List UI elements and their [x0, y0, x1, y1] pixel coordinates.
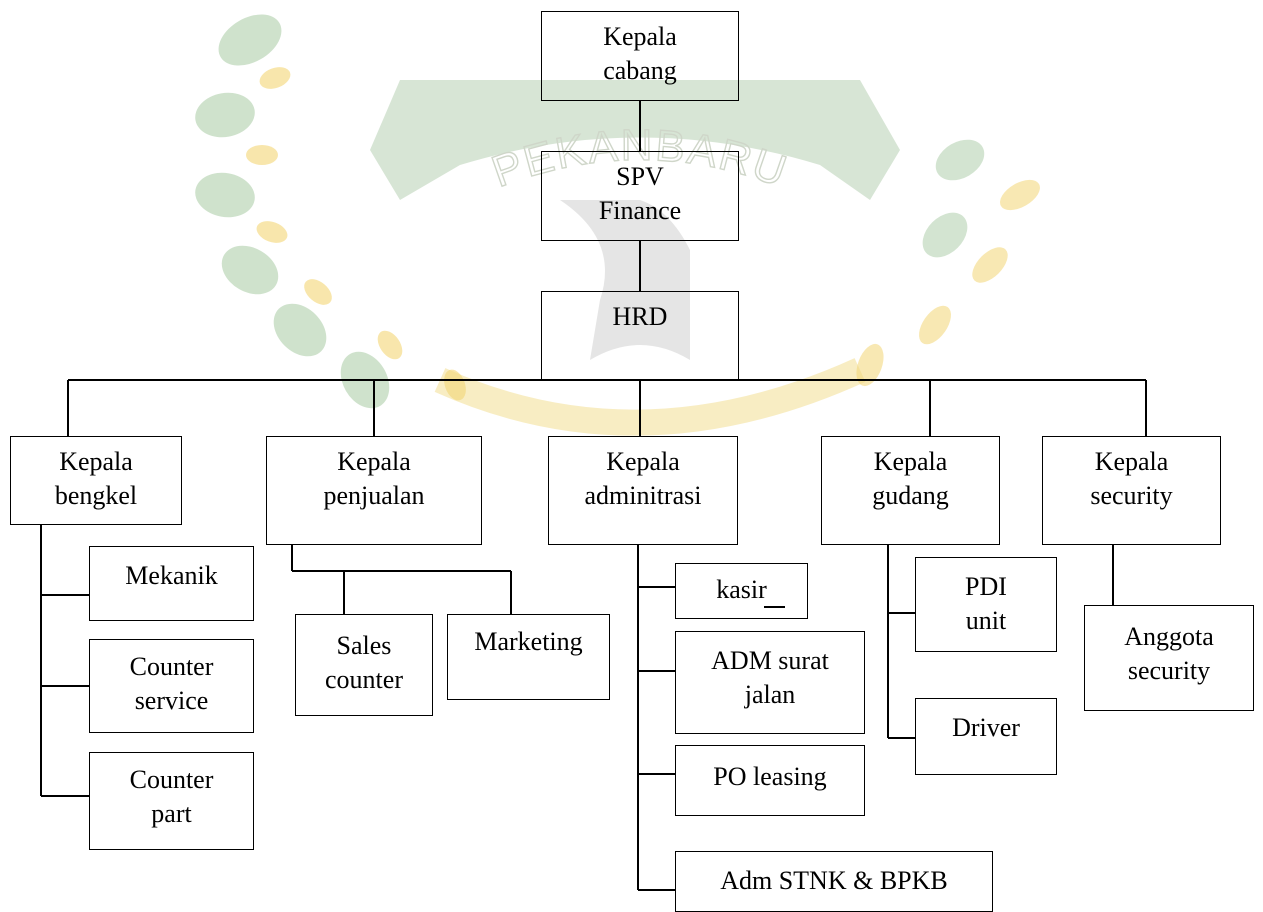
- kepala-bengkel-line2: bengkel: [54, 481, 138, 510]
- marketing-box: Marketing: [447, 614, 610, 700]
- spv-finance-line2: Finance: [598, 196, 682, 225]
- anggota-security-line1: Anggota: [1124, 622, 1214, 651]
- counter-service-line1: Counter: [129, 652, 214, 681]
- adm-surat-jalan-line1: ADM surat: [711, 646, 829, 675]
- kepala-security-line1: Kepala: [1094, 447, 1169, 476]
- seal-ring-gold: [246, 67, 466, 401]
- mekanik-label: Mekanik: [125, 561, 218, 590]
- anggota-security-box: Anggota security: [1084, 605, 1254, 711]
- counter-service-box: Counter service: [89, 639, 254, 733]
- marketing-label: Marketing: [474, 627, 583, 656]
- pdi-unit-line2: unit: [965, 606, 1007, 635]
- adm-surat-jalan-line2: jalan: [744, 680, 796, 709]
- counter-part-line2: part: [151, 799, 192, 828]
- kasir-label: kasir: [716, 575, 767, 604]
- counter-service-line2: service: [134, 686, 209, 715]
- kepala-adminitrasi-line2: adminitrasi: [584, 481, 702, 510]
- kepala-penjualan-box: Kepala penjualan: [266, 436, 482, 545]
- hrd-label: HRD: [612, 302, 668, 331]
- kepala-cabang-box: Kepala cabang: [541, 11, 739, 101]
- hrd-box: HRD: [541, 291, 739, 381]
- counter-part-line1: Counter: [129, 765, 214, 794]
- kepala-penjualan-line1: Kepala: [337, 447, 411, 476]
- seal-banner: [370, 80, 900, 200]
- sales-counter-box: Sales counter: [295, 614, 433, 716]
- sales-counter-line1: Sales: [336, 631, 392, 660]
- adm-stnk-bpkb-label: Adm STNK & BPKB: [720, 866, 948, 895]
- spv-finance-line1: SPV: [616, 162, 664, 191]
- sales-counter-line2: counter: [325, 665, 403, 694]
- adm-surat-jalan-box: ADM surat jalan: [675, 631, 865, 734]
- counter-part-box: Counter part: [89, 752, 254, 850]
- kepala-gudang-line2: gudang: [872, 481, 949, 510]
- kepala-penjualan-line2: penjualan: [323, 481, 425, 510]
- kepala-cabang-line2: cabang: [603, 56, 677, 85]
- kepala-gudang-line1: Kepala: [873, 447, 948, 476]
- po-leasing-label: PO leasing: [713, 762, 827, 791]
- kepala-security-box: Kepala security: [1042, 436, 1221, 545]
- kasir-box: kasir: [675, 563, 808, 619]
- anggota-security-line2: security: [1127, 656, 1211, 685]
- kepala-security-line2: security: [1090, 481, 1173, 510]
- mekanik-box: Mekanik: [89, 546, 254, 621]
- seal-ring-right: [856, 179, 1040, 387]
- kepala-gudang-box: Kepala gudang: [821, 436, 1000, 545]
- kepala-adminitrasi-box: Kepala adminitrasi: [548, 436, 738, 545]
- kepala-adminitrasi-line1: Kepala: [606, 447, 680, 476]
- po-leasing-box: PO leasing: [675, 745, 865, 816]
- adm-stnk-bpkb-box: Adm STNK & BPKB: [675, 851, 993, 912]
- kepala-bengkel-box: Kepala bengkel: [10, 436, 182, 525]
- pdi-unit-line1: PDI: [965, 572, 1007, 601]
- spv-finance-box: SPV Finance: [541, 151, 739, 241]
- kepala-bengkel-line1: Kepala: [59, 447, 133, 476]
- driver-box: Driver: [915, 698, 1057, 775]
- kepala-cabang-line1: Kepala: [603, 22, 677, 51]
- driver-label: Driver: [952, 713, 1020, 742]
- pdi-unit-box: PDI unit: [915, 557, 1057, 652]
